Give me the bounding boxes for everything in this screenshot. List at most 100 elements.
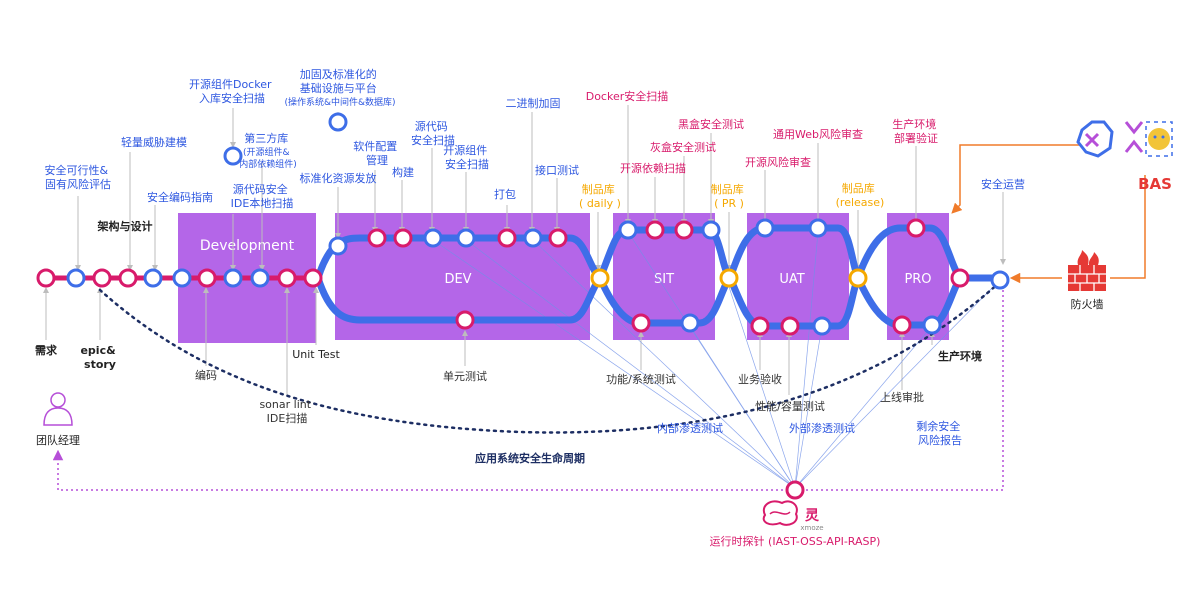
label-prod-deploy-verify: 生产环境 部署验证 (892, 117, 940, 145)
label-epic-story: epic& story (80, 344, 119, 371)
label-binary-hardening: 二进制加固 (506, 97, 561, 110)
node-artifact-daily[interactable] (590, 268, 610, 288)
node-feasibility[interactable] (66, 268, 86, 288)
label-docker-intake: 开源组件Docker 入库安全扫描 (189, 77, 275, 105)
node-pro-exit[interactable] (950, 268, 970, 288)
node-docker-scan[interactable] (618, 220, 638, 240)
stage-title-dev: DEV (444, 272, 471, 287)
node-web-risk-review[interactable] (808, 218, 828, 238)
node-artifact-release[interactable] (848, 268, 868, 288)
stage-title-sit: SIT (654, 272, 674, 287)
probe-brand-text: 灵 (805, 508, 820, 524)
label-requirement: 需求 (35, 343, 58, 357)
label-go-live-review: 上线审批 (880, 390, 924, 404)
bas-feed-line (1110, 175, 1146, 279)
label-standard-resource-release: 标准化资源发放 (300, 171, 377, 185)
stage-title-pro: PRO (904, 272, 931, 287)
label-lifecycle-caption: 应用系统安全生命周期 (475, 451, 585, 465)
label-architecture-design: 架构与设计 (97, 219, 153, 233)
label-external-pentest: 外部渗透测试 (789, 421, 855, 435)
label-firewall: 防火墙 (1071, 297, 1104, 311)
node-source-scan[interactable] (423, 228, 443, 248)
node-oss-risk-review[interactable] (755, 218, 775, 238)
label-web-risk-review: 通用Web风险审查 (773, 127, 863, 141)
label-threat-modeling: 轻量威胁建模 (121, 135, 187, 149)
node-coding[interactable] (197, 268, 217, 288)
label-greybox-test: 灰盒安全测试 (650, 140, 716, 154)
node-internal-pentest[interactable] (680, 313, 700, 333)
node-resource-release[interactable] (328, 236, 348, 256)
label-secure-coding-guide: 安全编码指南 (147, 190, 213, 204)
node-third-party-top[interactable] (223, 146, 243, 166)
label-build: 构建 (392, 165, 414, 179)
node-config-mgmt[interactable] (367, 228, 387, 248)
lifecycle-arc (98, 280, 1002, 434)
node-dev-start[interactable] (172, 268, 192, 288)
node-binary-hardening[interactable] (523, 228, 543, 248)
node-ide-scan[interactable] (223, 268, 243, 288)
node-api-test[interactable] (548, 228, 568, 248)
node-hardened-infra[interactable] (328, 112, 348, 132)
label-unit-test-cn: 单元测试 (443, 370, 487, 383)
stage-title-uat: UAT (779, 272, 804, 287)
label-oss-dependency-scan: 开源依赖扫描 (620, 161, 686, 175)
label-unit-test-en: Unit Test (292, 348, 340, 361)
label-oss-risk-review: 开源风险审查 (745, 155, 811, 169)
label-sonarlint: sonar lint IDE扫描 (259, 398, 314, 425)
label-performance-test: 性能/容量测试 (755, 399, 825, 413)
node-sonarlint[interactable] (277, 268, 297, 288)
node-build[interactable] (393, 228, 413, 248)
node-probe[interactable] (785, 480, 805, 500)
top-labels: 安全可行性& 固有风险评估 轻量威胁建模 架构与设计 安全编码指南 开源组件Do… (44, 67, 1025, 233)
bottom-labels: 需求 epic& story 编码 Unit Test sonar lint I… (35, 297, 1104, 548)
node-security-ops[interactable] (990, 270, 1010, 290)
label-functional-test: 功能/系统测试 (606, 372, 676, 386)
firewall-brick-icon (1068, 250, 1106, 291)
node-artifact-pr[interactable] (719, 268, 739, 288)
node-unit-test[interactable] (303, 268, 323, 288)
node-blackbox[interactable] (701, 220, 721, 240)
label-hardened-infra: 加固及标准化的 基础设施与平台 (操作系统&中间件&数据库) (284, 67, 395, 108)
label-team-manager: 团队经理 (36, 433, 80, 447)
node-oss-scan[interactable] (456, 228, 476, 248)
label-blackbox-test: 黑盒安全测试 (678, 117, 744, 131)
label-package: 打包 (494, 187, 516, 201)
node-production-env[interactable] (922, 315, 942, 335)
node-external-pentest[interactable] (812, 316, 832, 336)
node-business-acceptance[interactable] (750, 316, 770, 336)
node-oss-dependency[interactable] (645, 220, 665, 240)
node-unit-test-dev[interactable] (455, 310, 475, 330)
bas-label: BAS (1138, 175, 1172, 193)
node-epic-story[interactable] (92, 268, 112, 288)
probe-brain-logo-icon: 灵 xmoze (762, 500, 824, 532)
label-coding: 编码 (195, 368, 217, 382)
node-third-party[interactable] (250, 268, 270, 288)
label-residual-risk-report: 剩余安全 风险报告 (916, 419, 964, 447)
label-api-test: 接口测试 (535, 164, 579, 177)
label-internal-pentest: 内部渗透测试 (657, 421, 723, 435)
label-probe-caption: 运行时探针 (IAST-OSS-API-RASP) (710, 534, 881, 548)
label-production-env: 生产环境 (938, 349, 982, 363)
node-prod-deploy-verify[interactable] (906, 218, 926, 238)
label-artifact-release: 制品库 (release) (836, 182, 885, 209)
probe-connectors (432, 231, 1001, 489)
node-functional-test[interactable] (631, 313, 651, 333)
pipeline-nodes (36, 112, 1010, 500)
node-requirement[interactable] (36, 268, 56, 288)
node-threat-modeling[interactable] (118, 268, 138, 288)
label-security-feasibility: 安全可行性& 固有风险评估 (44, 163, 111, 191)
label-business-acceptance: 业务验收 (738, 372, 782, 386)
label-source-code-scan: 源代码 安全扫描 (411, 119, 455, 147)
probe-brand-sub: xmoze (800, 524, 823, 532)
label-security-ops: 安全运营 (981, 177, 1025, 191)
node-performance-test[interactable] (780, 316, 800, 336)
label-artifact-pr: 制品库 ( PR ) (711, 183, 748, 210)
feedback-loop (52, 290, 1004, 491)
node-secure-coding[interactable] (143, 268, 163, 288)
node-package[interactable] (497, 228, 517, 248)
label-artifact-daily: 制品库 ( daily ) (579, 183, 621, 210)
node-go-live-review[interactable] (892, 315, 912, 335)
label-software-config: 软件配置 管理 (353, 139, 401, 167)
node-greybox[interactable] (674, 220, 694, 240)
